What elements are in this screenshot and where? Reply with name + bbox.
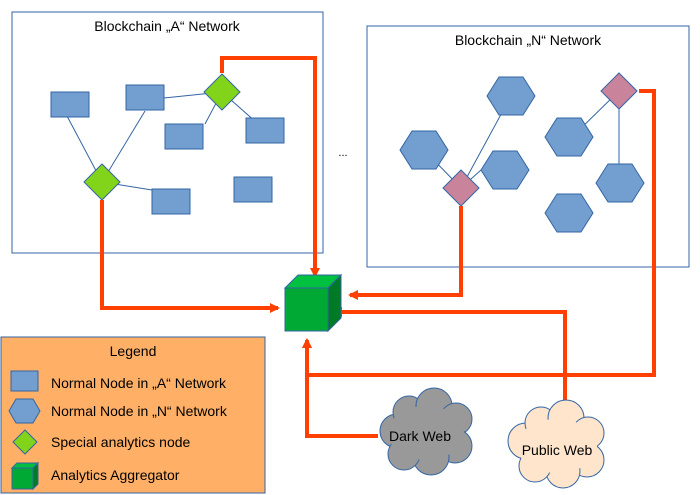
arrow-a-top-to-aggregator [220, 56, 320, 278]
analytics-aggregator[interactable] [283, 273, 343, 333]
public-web-label: Public Web [522, 442, 593, 458]
legend-box [0, 336, 266, 494]
dark-web-cloud[interactable]: Dark Web [379, 387, 473, 476]
arrow-a-left-to-aggregator [100, 200, 280, 313]
green-cube-icon [10, 461, 40, 491]
aggregator-front-face [284, 287, 329, 332]
network-a-node[interactable] [151, 188, 191, 215]
network-a-node[interactable] [125, 84, 165, 111]
public-web-cloud[interactable]: Public Web [507, 399, 605, 489]
data-flow-arrows [100, 56, 656, 438]
legend-item-label: Special analytics node [51, 434, 191, 450]
network-n-node[interactable] [480, 150, 530, 190]
network-n-title: Blockchain „N“ Network [455, 32, 602, 48]
network-ellipsis: ... [338, 147, 347, 159]
legend-item-label: Analytics Aggregator [51, 467, 180, 483]
legend: Legend Normal Node in „A“ Network Normal… [0, 336, 266, 494]
network-n-node[interactable] [544, 117, 594, 157]
network-n-node[interactable] [486, 76, 536, 116]
arrow-dark-web-to-aggregator [302, 338, 378, 438]
network-n-node[interactable] [595, 163, 645, 203]
dark-web-label: Dark Web [389, 428, 451, 444]
network-n: Blockchain „N“ Network [366, 25, 690, 268]
legend-item-label: Normal Node in „N“ Network [51, 403, 228, 419]
network-a: Blockchain „A“ Network [11, 11, 324, 254]
network-a-node[interactable] [233, 176, 273, 203]
green-diamond-icon [12, 429, 38, 455]
legend-item-label: Normal Node in „A“ Network [51, 375, 227, 391]
network-n-node[interactable] [399, 130, 449, 170]
blue-rectangle-icon [10, 370, 39, 392]
arrow-n-left-to-aggregator [348, 206, 463, 300]
legend-title: Legend [110, 343, 157, 359]
network-n-special-node[interactable] [600, 72, 638, 110]
network-a-node[interactable] [245, 117, 285, 144]
network-a-special-node[interactable] [203, 73, 241, 111]
network-a-node[interactable] [164, 123, 204, 150]
network-a-title: Blockchain „A“ Network [94, 18, 240, 34]
network-n-node[interactable] [544, 193, 594, 233]
network-a-node[interactable] [50, 91, 90, 118]
blue-hexagon-icon [8, 398, 41, 424]
arrow-public-web-to-aggregator [332, 307, 567, 410]
